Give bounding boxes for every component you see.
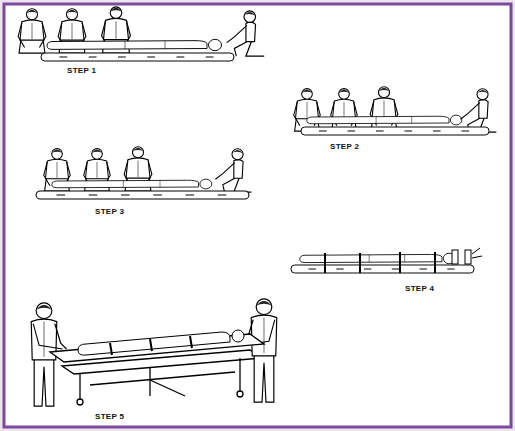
rescuer: [227, 11, 265, 56]
patient: [307, 115, 462, 125]
patient: [47, 39, 222, 50]
backboard: [301, 127, 489, 135]
head-block: [452, 250, 458, 264]
step-five-figure: [31, 299, 277, 406]
step-one-figure: [18, 7, 264, 61]
head-block: [465, 250, 471, 264]
rescuer: [460, 89, 496, 132]
frame: [4, 4, 511, 427]
step-two-figure: [294, 87, 497, 135]
patient: [78, 332, 230, 355]
backboard: [36, 191, 249, 199]
rescuer: [241, 299, 276, 402]
step-label: STEP 3: [95, 207, 124, 217]
patient-head: [232, 330, 244, 342]
step-label: STEP 5: [95, 412, 124, 422]
step-label: STEP 4: [405, 284, 434, 294]
patient: [52, 179, 212, 189]
step-four-figure: [291, 248, 482, 273]
strap: [110, 336, 192, 355]
strap: [325, 252, 435, 273]
step-label: STEP 1: [67, 66, 96, 76]
rescuer: [18, 9, 46, 53]
step-three-figure: [36, 147, 251, 199]
patient: [300, 253, 455, 264]
rescuer: [370, 87, 398, 131]
backboard: [41, 53, 234, 61]
rescuer-mirrored: [241, 299, 276, 402]
rescuer: [331, 89, 358, 131]
head-strap: [472, 248, 482, 258]
backboard: [291, 265, 474, 273]
step-label: STEP 2: [330, 142, 359, 152]
rescuer: [215, 149, 251, 192]
rescuer: [294, 89, 321, 131]
